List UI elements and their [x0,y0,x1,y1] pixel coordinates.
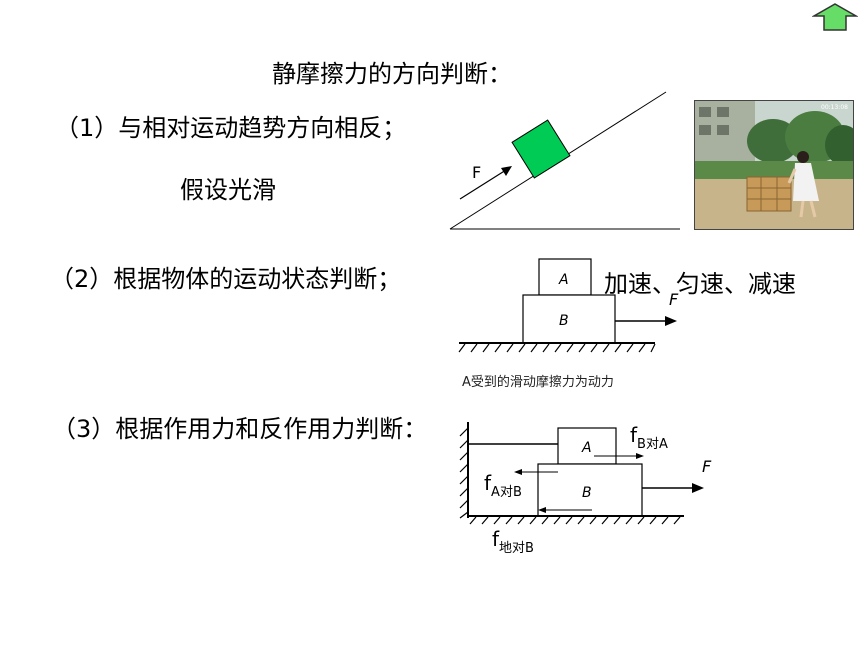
block-b-bottom [522,294,616,344]
point-3-text: （3）根据作用力和反作用力判断： [52,415,428,443]
force-label-f: F [472,163,481,182]
point-1-note: 假设光滑 [180,176,276,204]
force-arrow-shaft [459,169,507,200]
block-a [557,427,617,465]
stacked-blocks-diagram: A B F [458,258,679,353]
f-ground-label: f地对B [492,527,534,556]
block-b [537,463,643,517]
push-force-label: F [669,290,679,309]
f-ab-label: fA对B [484,471,522,500]
point-1-text: （1）与相对运动趋势方向相反； [55,114,407,142]
block-a-top [538,258,592,296]
point-2-note: 加速、匀速、减速 [604,270,796,298]
block-a-label: A [581,440,592,456]
home-up-arrow-icon[interactable] [812,2,858,32]
block-a-label: A [558,272,569,288]
pushing-box-photo: 00:13:08 [694,100,854,230]
force-reaction-diagram: A B F fB对A fA对B f地对B [459,422,712,556]
block-b-label: B [582,485,592,501]
force-arrow-head [501,166,512,176]
f-ba-label: fB对A [630,423,668,452]
slide-title: 静摩擦力的方向判断： [272,60,512,88]
push-force-label: F [702,457,712,476]
push-force-head [692,483,704,493]
point-2-text: （2）根据物体的运动状态判断； [50,265,402,293]
diagram-caption: A受到的滑动摩擦力为动力 [462,375,614,390]
photo-timestamp: 00:13:08 [821,104,848,111]
push-force-head [665,316,677,326]
block-b-label: B [559,313,569,329]
incline-diagram: F [449,91,680,230]
green-block [511,119,571,179]
